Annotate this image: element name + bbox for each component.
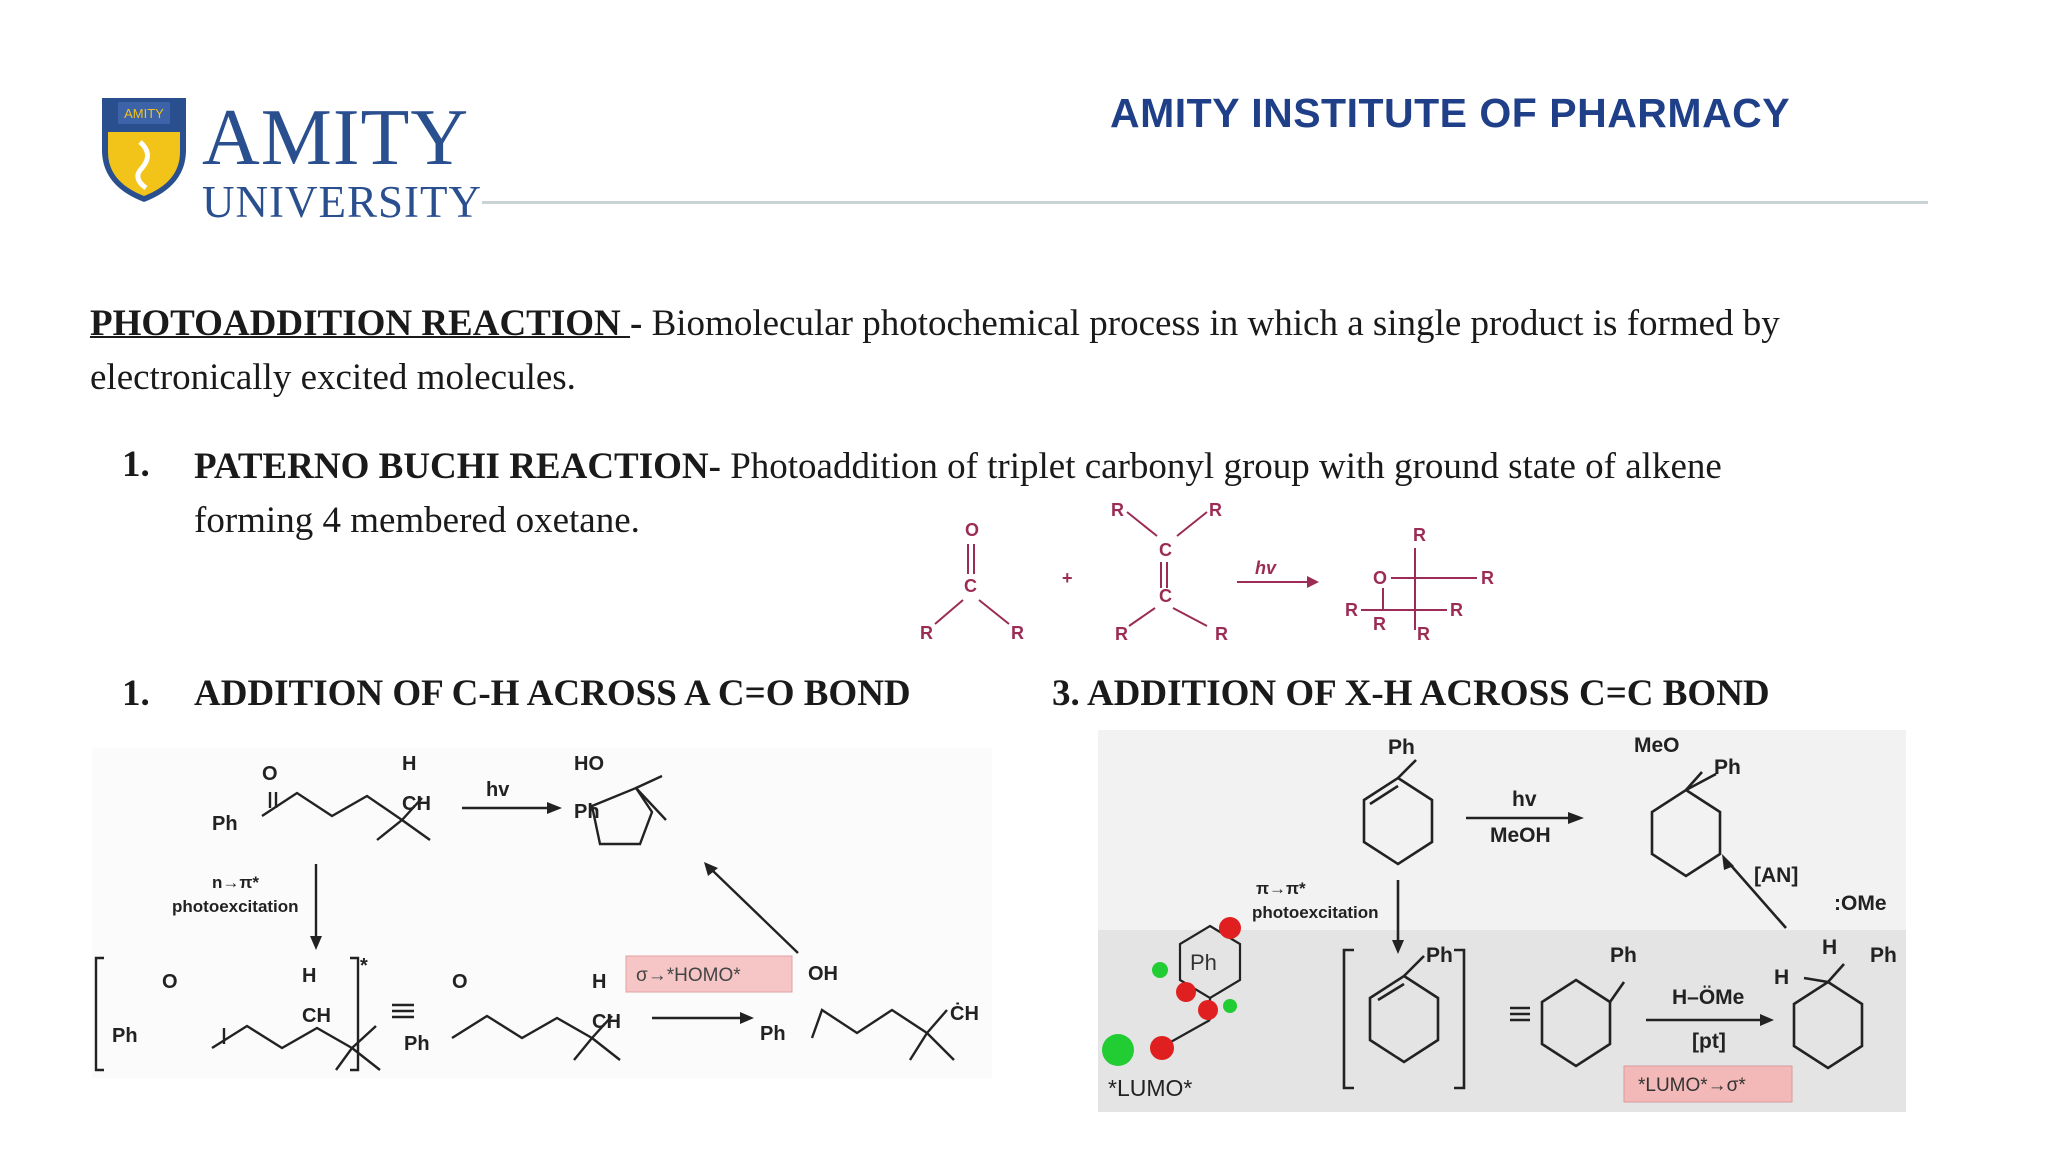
xh-h-ome: H–ÖMe [1672, 986, 1744, 1009]
ch-star: * [360, 955, 368, 977]
section1-term: PATERNO BUCHI REACTION- [194, 446, 721, 487]
section2-heading: ADDITION OF C-H ACROSS A C=O BOND [194, 673, 911, 714]
ch-hv: hv [486, 779, 510, 801]
section3-heading: 3. ADDITION OF X-H ACROSS C=C BOND [1052, 673, 1770, 714]
xh-ph3: Ph [1426, 944, 1453, 967]
ch-ph3: Ph [112, 1025, 138, 1047]
ch-o1: O [262, 763, 278, 785]
xh-ome: :OMe [1834, 892, 1887, 915]
pb-alkene-r1: R [1111, 500, 1124, 520]
intro-term: PHOTOADDITION REACTION [90, 303, 631, 344]
pb-alkene-c-bottom: C [1159, 586, 1172, 606]
xh-lumo-sigma: *LUMO*→σ* [1638, 1075, 1746, 1096]
ch-addition-scheme: O H CH Ph hv HO Ph n→π* photoexcitation … [92, 748, 992, 1078]
section1-text-line2: forming 4 membered oxetane. [194, 500, 640, 541]
page-title: AMITY INSTITUTE OF PHARMACY [1110, 90, 1791, 136]
pb-oxetane-r-left: R [1345, 600, 1358, 620]
ch-ph2: Ph [574, 801, 600, 823]
logo-university-text: UNIVERSITY [202, 177, 482, 227]
ch-h2: H [302, 965, 316, 987]
xh-addition-scheme: Ph MeO Ph hv MeOH [AN] :OMe π→π* photoex… [1098, 730, 1906, 1112]
pb-oxetane-o: O [1373, 568, 1387, 588]
pb-oxetane-r-right-top: R [1481, 568, 1494, 588]
xh-hv: hv [1512, 788, 1537, 811]
ch-ph4: Ph [404, 1033, 430, 1055]
pb-oxetane-r-bottom2: R [1417, 624, 1430, 644]
pb-alkene-r3: R [1115, 624, 1128, 644]
ch-o3: O [452, 971, 468, 993]
ch-ch2-radical: ĊH [950, 1002, 979, 1025]
pb-carbonyl-r-left: R [920, 623, 933, 643]
pb-oxetane-r-right: R [1450, 600, 1463, 620]
ch-ch2-3: CH [592, 1011, 621, 1033]
xh-ph4: Ph [1610, 944, 1637, 967]
section2-number: 1. [122, 673, 150, 714]
intro-paragraph: PHOTOADDITION REACTION - Biomolecular ph… [90, 297, 1970, 405]
ch-ch2-1: CH [402, 793, 431, 815]
ch-sigma-homo: σ→*HOMO* [636, 965, 741, 986]
pb-hv: hv [1255, 558, 1277, 578]
ch-photoexcitation: photoexcitation [172, 897, 299, 916]
ch-h1: H [402, 753, 416, 775]
xh-photoexcitation: photoexcitation [1252, 903, 1379, 922]
amity-logo: AMITY AMITY UNIVERSITY [96, 92, 481, 225]
ch-ch2-2: CH [302, 1005, 331, 1027]
paterno-buchi-scheme: O C R R + R R C C R R hv R O R R R R R [920, 500, 1494, 644]
pb-carbonyl-c: C [964, 576, 977, 596]
section1-number: 1. [122, 444, 150, 485]
ch-sigma-homo-box [625, 955, 793, 993]
xh-lumo-sigma-box [1623, 1065, 1793, 1103]
xh-pt: [pt] [1692, 1030, 1726, 1053]
xh-h2: H [1774, 966, 1789, 989]
section1-paragraph: PATERNO BUCHI REACTION- Photoaddition of… [194, 440, 1974, 548]
intro-dash: - [630, 303, 652, 344]
ch-n-pi: n→π* [212, 873, 259, 892]
ch-h3: H [592, 971, 606, 993]
xh-meoh: MeOH [1490, 824, 1551, 847]
pb-alkene-c-top: C [1159, 540, 1172, 560]
pb-alkene-r4: R [1215, 624, 1228, 644]
xh-meo: MeO [1634, 734, 1680, 757]
pb-carbonyl-r-right: R [1011, 623, 1024, 643]
intro-text-line1: Biomolecular photochemical process in wh… [651, 303, 1780, 344]
ch-ho: HO [574, 753, 604, 775]
xh-h1: H [1822, 936, 1837, 959]
logo-amity-text: AMITY [202, 94, 470, 182]
xh-lumo: *LUMO* [1108, 1075, 1192, 1101]
intro-text-line2: electronically excited molecules. [90, 357, 576, 398]
pb-carbonyl-o: O [965, 520, 979, 540]
xh-pi-pi: π→π* [1256, 879, 1306, 898]
logo-badge-text: AMITY [124, 106, 164, 121]
xh-an: [AN] [1754, 864, 1798, 887]
xh-ph5: Ph [1870, 944, 1897, 967]
ch-ph1: Ph [212, 813, 238, 835]
xh-ph2: Ph [1714, 756, 1741, 779]
xh-ph-orbital: Ph [1190, 950, 1217, 975]
ch-ph5: Ph [760, 1023, 786, 1045]
pb-plus: + [1062, 568, 1073, 588]
section1-text-line1: Photoaddition of triplet carbonyl group … [720, 446, 1722, 487]
ch-o2: O [162, 971, 178, 993]
pb-oxetane-r-bottom1: R [1373, 614, 1386, 634]
header-divider [482, 201, 1928, 204]
amity-shield-icon: AMITY [102, 98, 186, 202]
pb-oxetane-r-top: R [1413, 525, 1426, 545]
pb-alkene-r2: R [1209, 500, 1222, 520]
ch-oh: OH [808, 963, 838, 985]
xh-ph1: Ph [1388, 736, 1415, 759]
